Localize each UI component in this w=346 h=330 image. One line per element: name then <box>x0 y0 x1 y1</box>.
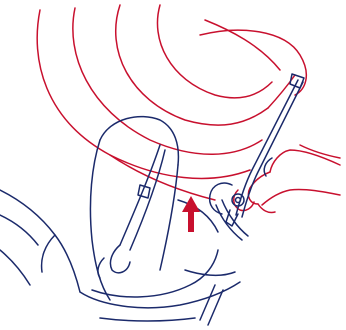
seat-side <box>178 200 218 232</box>
harness-strap-right <box>130 150 165 250</box>
seat-rail <box>185 270 235 275</box>
hand-outline <box>234 145 340 213</box>
canopy-outline <box>37 5 306 200</box>
canopy-line-4 <box>157 5 272 98</box>
seat-back-right <box>160 165 178 270</box>
up-arrow-icon <box>182 196 200 232</box>
base-left-3 <box>0 250 30 285</box>
frame-rod-outer <box>236 80 298 215</box>
harness-loop <box>110 245 130 273</box>
base-bar-3 <box>100 318 195 321</box>
direction-arrow <box>182 196 200 232</box>
base-left-edge <box>42 235 55 272</box>
harness-lower <box>98 258 104 278</box>
base-outline <box>0 190 240 325</box>
base-left <box>0 190 80 292</box>
frame-outline <box>210 74 304 240</box>
canopy-line-3 <box>116 5 268 125</box>
hand-palm <box>262 189 340 205</box>
frame-bracket <box>210 183 232 214</box>
canopy-line-5 <box>205 20 280 70</box>
seat-back-left <box>100 117 178 165</box>
frame-tube-lower <box>216 205 242 240</box>
hand-finger-2 <box>258 204 275 213</box>
hand-thumb <box>270 150 340 172</box>
harness-buckle <box>138 185 150 198</box>
canopy-edge <box>200 30 306 95</box>
base-left-2 <box>0 215 38 245</box>
hinge-circle-inner <box>236 198 241 203</box>
seat-back-body <box>90 140 110 300</box>
